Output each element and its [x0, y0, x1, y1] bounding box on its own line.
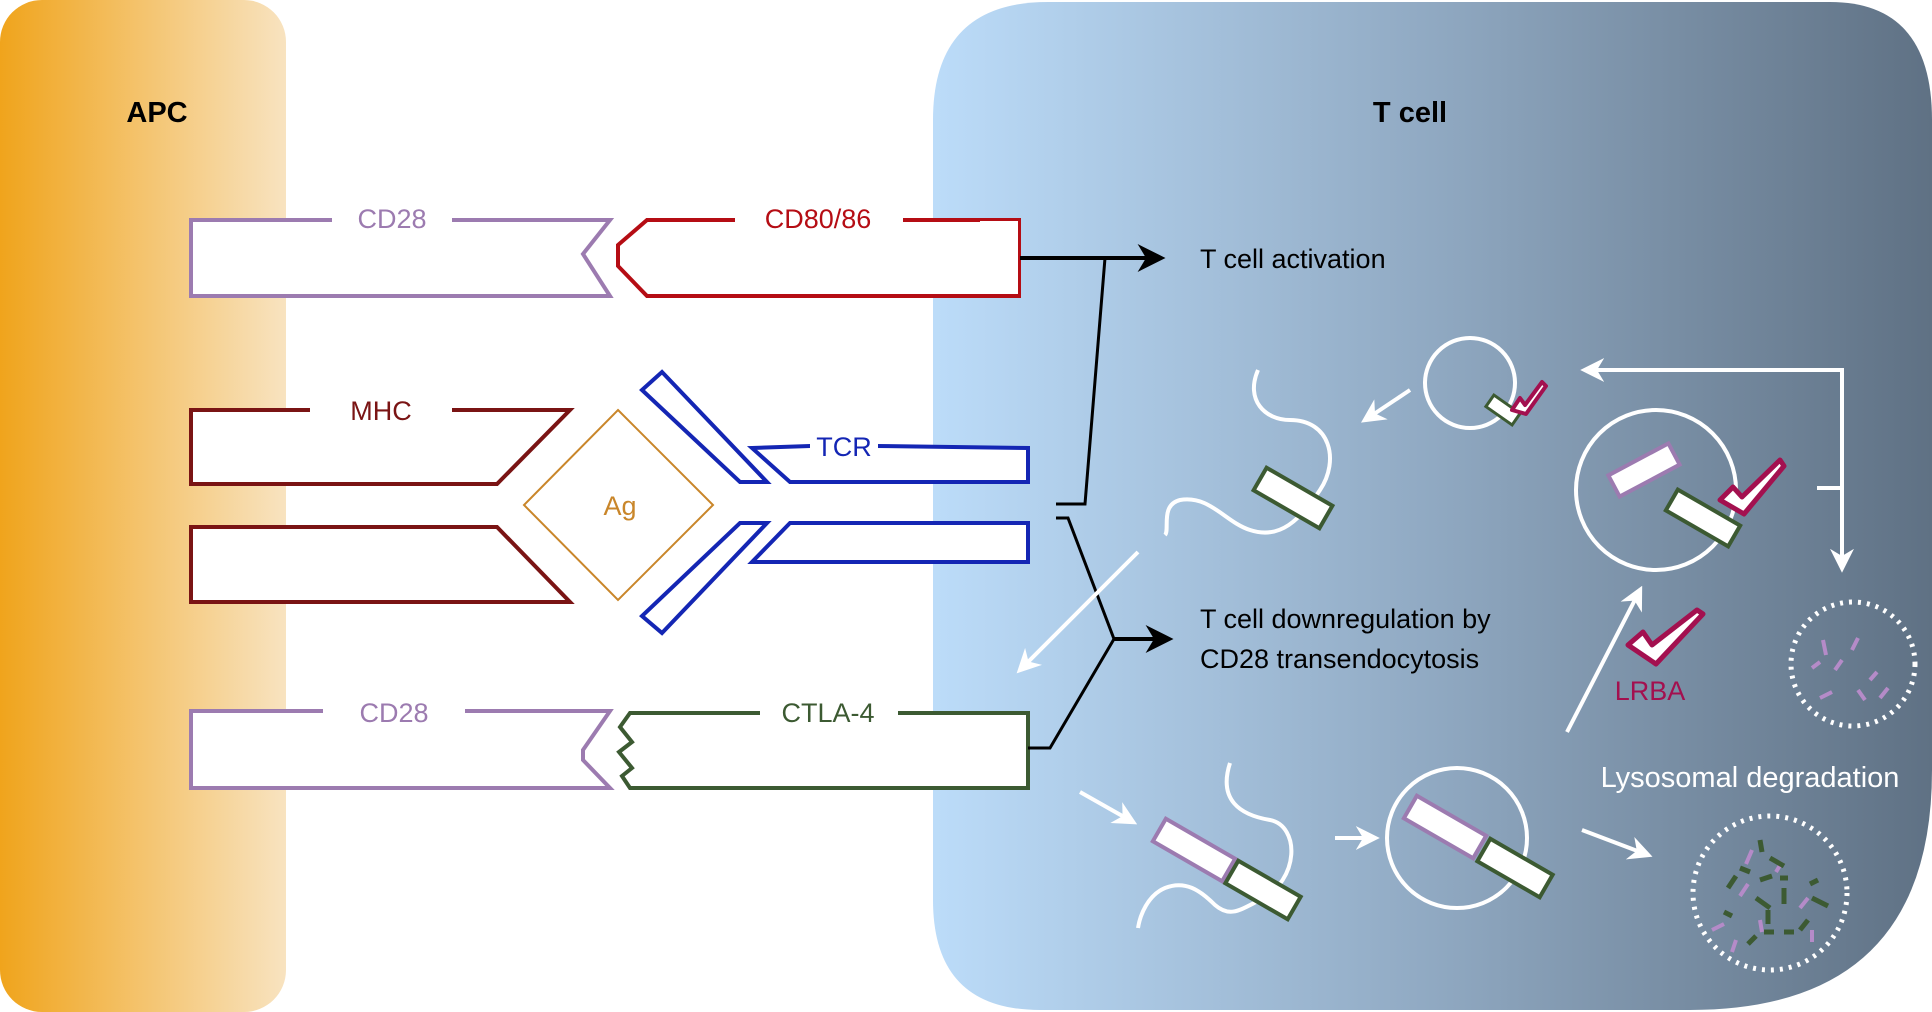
lrba-label: LRBA — [1615, 676, 1686, 706]
tcr-beta-variable — [639, 521, 772, 636]
downregulation-label-line2: CD28 transendocytosis — [1200, 644, 1479, 674]
tcr-beta-constant — [747, 521, 1030, 564]
mhc-beta-chain — [189, 525, 575, 604]
cd28-bottom-shape — [189, 709, 615, 790]
tcr-alpha-variable — [639, 369, 772, 484]
degraded-cd28-fragments-lower — [1711, 849, 1814, 953]
tcr-molecule: TCR — [639, 369, 1030, 636]
ctla4-cargo-in-endosome — [1663, 486, 1743, 550]
tcr-alpha-constant — [746, 444, 1030, 484]
arrow-recycle-to-membrane — [1016, 550, 1140, 674]
arrow-to-lysosome-lower — [1581, 828, 1653, 860]
antigen-diamond — [522, 408, 715, 602]
transendocytosis-pathway: Lysosomal degradation — [1079, 762, 1900, 973]
ctla4-molecule: CTLA-4 — [616, 698, 1030, 790]
apc-cell: APC — [0, 0, 286, 1012]
lrba-check-endosome-icon — [1717, 457, 1787, 517]
degraded-cd28-fragments-upper — [1810, 637, 1890, 702]
ctla4-label: CTLA-4 — [781, 698, 874, 728]
endosome-lower — [1385, 766, 1529, 910]
mhc-molecule: MHC — [189, 396, 575, 604]
tcell-membrane — [933, 2, 1932, 1010]
mhc-label: MHC — [350, 396, 412, 426]
ctla4-small-cargo — [1483, 392, 1523, 428]
arrow-to-sorting-endosome — [1565, 585, 1643, 733]
recycling-endosome-small — [1423, 336, 1517, 430]
tcell: T cell — [933, 2, 1932, 1010]
signaling-lines — [1020, 244, 1174, 750]
lysosome-lower — [1690, 813, 1850, 973]
cd28-bottom-label: CD28 — [359, 698, 428, 728]
cd80-86-label: CD80/86 — [765, 204, 872, 234]
cd28-top-shape — [189, 218, 615, 298]
cd28-top-molecule: CD28 — [189, 204, 615, 298]
tcr-to-downregulation-line — [1056, 516, 1116, 640]
activation-label: T cell activation — [1200, 244, 1386, 274]
cd80-86-shape — [616, 218, 1021, 298]
arrow-into-tcell — [1079, 790, 1138, 825]
lysosomal-degradation-label: Lysosomal degradation — [1601, 762, 1900, 794]
tcell-label: T cell — [1373, 97, 1447, 129]
lrba-check-icon — [1625, 607, 1706, 667]
tcr-label: TCR — [816, 432, 872, 462]
ctla4-to-downregulation-line — [1028, 638, 1116, 750]
arrow-recycle-to-surface — [1361, 388, 1412, 423]
cd80-86-molecule: CD80/86 — [616, 204, 1021, 298]
ctla4-shape — [616, 711, 1030, 790]
degraded-ctla4-fragments-lower — [1722, 839, 1830, 946]
ctla4-cargo-internalizing — [1222, 858, 1304, 922]
cd28-cargo-endosome — [1401, 793, 1489, 861]
apc-membrane — [0, 0, 286, 1012]
cd28-cargo-internalizing — [1150, 816, 1238, 884]
antigen: Ag — [522, 408, 715, 602]
apc-label: APC — [126, 97, 187, 129]
lrba-check-small-icon — [1510, 380, 1548, 416]
downregulation-label-line1: T cell downregulation by — [1200, 604, 1491, 634]
lysosome-upper — [1788, 599, 1918, 729]
ctla4-recycled-vesicle-cargo — [1250, 465, 1336, 531]
mhc-alpha-chain — [189, 408, 575, 486]
membrane-fragment-lower — [1136, 762, 1294, 929]
recycling-pathway: LRBA — [1016, 336, 1918, 733]
tcr-to-activation-line — [1056, 257, 1107, 506]
cd28-cargo-in-endosome — [1605, 440, 1683, 500]
cd28-top-label: CD28 — [357, 204, 426, 234]
cd28-bottom-molecule: CD28 — [189, 698, 615, 790]
ctla4-cargo-endosome — [1474, 836, 1556, 900]
antigen-label: Ag — [603, 491, 636, 521]
